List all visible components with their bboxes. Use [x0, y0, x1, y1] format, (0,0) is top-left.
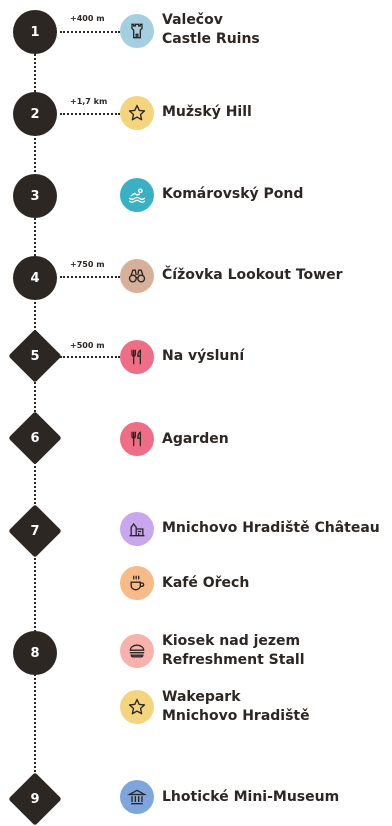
stop-number: 6 [30, 430, 40, 446]
binoculars-icon [120, 259, 154, 293]
swimmer-icon [120, 178, 154, 212]
stop-name: Na výsluní [162, 348, 245, 364]
stop-marker-1: 1 [13, 10, 57, 54]
stop-marker-4: 4 [13, 256, 57, 300]
stop-name: Agarden [162, 431, 229, 447]
distance-label: +400 m [70, 14, 105, 23]
star-icon [120, 96, 154, 130]
stop-name: Kiosek nad jezem Refreshment Stall [162, 633, 305, 668]
restaurant-icon [120, 340, 154, 374]
star-icon [120, 690, 154, 724]
stop-marker-6: 6 [8, 411, 62, 465]
museum-icon [120, 780, 154, 814]
stop-number: 1 [30, 24, 40, 40]
restaurant-icon [120, 422, 154, 456]
connector-line [60, 31, 120, 33]
stop-name: Wakepark Mnichovo Hradiště [162, 689, 310, 724]
stop-name: Mužský Hill [162, 104, 252, 120]
stop-number: 3 [30, 188, 40, 204]
stop-name: Mnichovo Hradiště Château [162, 520, 380, 536]
distance-label: +1,7 km [70, 97, 108, 106]
stop-marker-7: 7 [8, 504, 62, 558]
burger-icon [120, 634, 154, 668]
stop-number: 4 [30, 270, 40, 286]
stop-name: Čížovka Lookout Tower [162, 267, 343, 283]
coffee-cup-icon [120, 566, 154, 600]
stop-name: Kafé Ořech [162, 575, 250, 591]
connector-line [60, 276, 120, 278]
stop-name: Komárovský Pond [162, 186, 304, 202]
distance-label: +500 m [70, 341, 105, 350]
connector-line [60, 356, 120, 358]
stop-number: 5 [30, 348, 40, 364]
stop-marker-5: 5 [8, 329, 62, 383]
connector-line [60, 113, 120, 115]
stop-name: Valečov Castle Ruins [162, 12, 260, 47]
stop-marker-3: 3 [13, 174, 57, 218]
stop-marker-9: 9 [8, 772, 62, 826]
castle-tower-icon [120, 14, 154, 48]
stop-number: 9 [30, 791, 40, 807]
chateau-icon [120, 512, 154, 546]
stop-name: Lhotické Mini-Museum [162, 789, 340, 805]
stop-marker-2: 2 [13, 92, 57, 136]
stop-number: 8 [30, 645, 40, 661]
stop-number: 7 [30, 523, 40, 539]
distance-label: +750 m [70, 260, 105, 269]
stop-marker-8: 8 [13, 631, 57, 675]
stop-number: 2 [30, 106, 40, 122]
